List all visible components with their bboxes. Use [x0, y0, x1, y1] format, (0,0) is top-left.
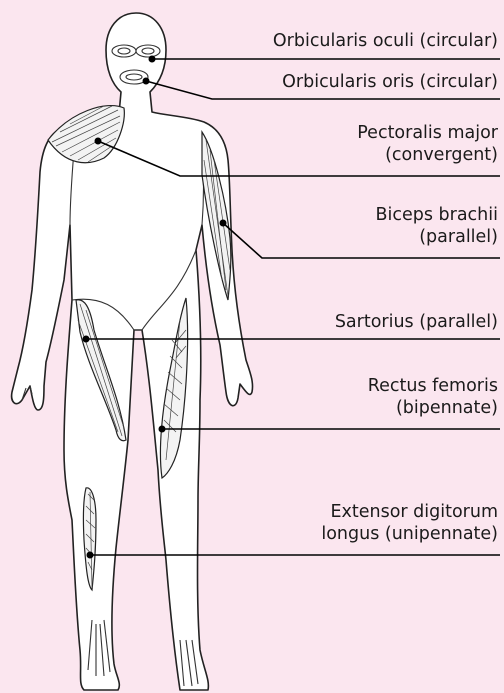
label-extensor-digitorum-longus: Extensor digitorum longus (unipennate)	[321, 501, 498, 545]
label-extensor-digitorum-longus-line-1: Extensor digitorum	[321, 501, 498, 523]
label-sartorius: Sartorius (parallel)	[335, 311, 498, 333]
label-extensor-digitorum-longus-line-2: longus (unipennate)	[321, 523, 498, 545]
label-biceps-brachii: Biceps brachii (parallel)	[375, 204, 498, 248]
label-orbicularis-oris-line-1: Orbicularis oris (circular)	[282, 71, 498, 93]
label-orbicularis-oculi: Orbicularis oculi (circular)	[273, 30, 498, 52]
label-rectus-femoris-line-1: Rectus femoris	[368, 375, 498, 397]
label-pectoralis-major-line-1: Pectoralis major	[357, 122, 498, 144]
body-outline	[12, 13, 253, 690]
label-biceps-brachii-line-2: (parallel)	[375, 226, 498, 248]
label-biceps-brachii-line-1: Biceps brachii	[375, 204, 498, 226]
label-pectoralis-major-line-2: (convergent)	[357, 144, 498, 166]
label-pectoralis-major: Pectoralis major (convergent)	[357, 122, 498, 166]
label-rectus-femoris: Rectus femoris (bipennate)	[368, 375, 498, 419]
label-rectus-femoris-line-2: (bipennate)	[368, 397, 498, 419]
label-orbicularis-oris: Orbicularis oris (circular)	[282, 71, 498, 93]
label-orbicularis-oculi-line-1: Orbicularis oculi (circular)	[273, 30, 498, 52]
label-sartorius-line-1: Sartorius (parallel)	[335, 311, 498, 333]
